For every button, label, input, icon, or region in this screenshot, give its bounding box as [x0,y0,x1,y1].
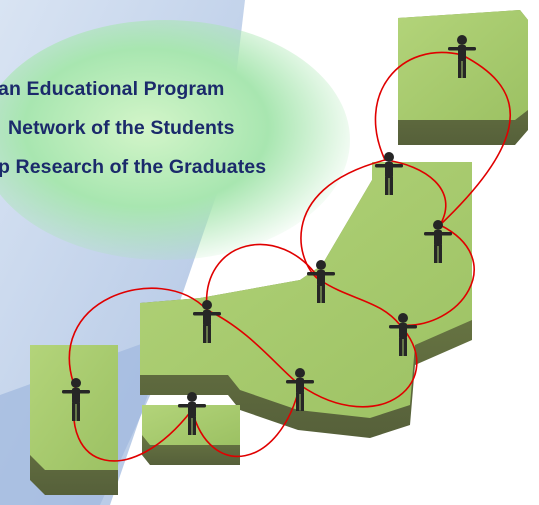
island-honshu [140,162,472,438]
green-glow [0,20,350,260]
program-line-1: an Educational Program [0,78,225,100]
person-icon [424,220,452,263]
person-icon [389,313,417,356]
student-figures [62,35,476,435]
person-icon [62,378,90,421]
person-icon [307,260,335,303]
program-line-3: p Research of the Graduates [0,156,267,178]
person-icon [178,392,206,435]
person-icon [193,300,221,343]
program-line-2: Network of the Students [8,117,235,139]
person-icon [375,152,403,195]
person-icon [286,368,314,411]
network-connections [68,51,512,462]
person-icon [448,35,476,78]
